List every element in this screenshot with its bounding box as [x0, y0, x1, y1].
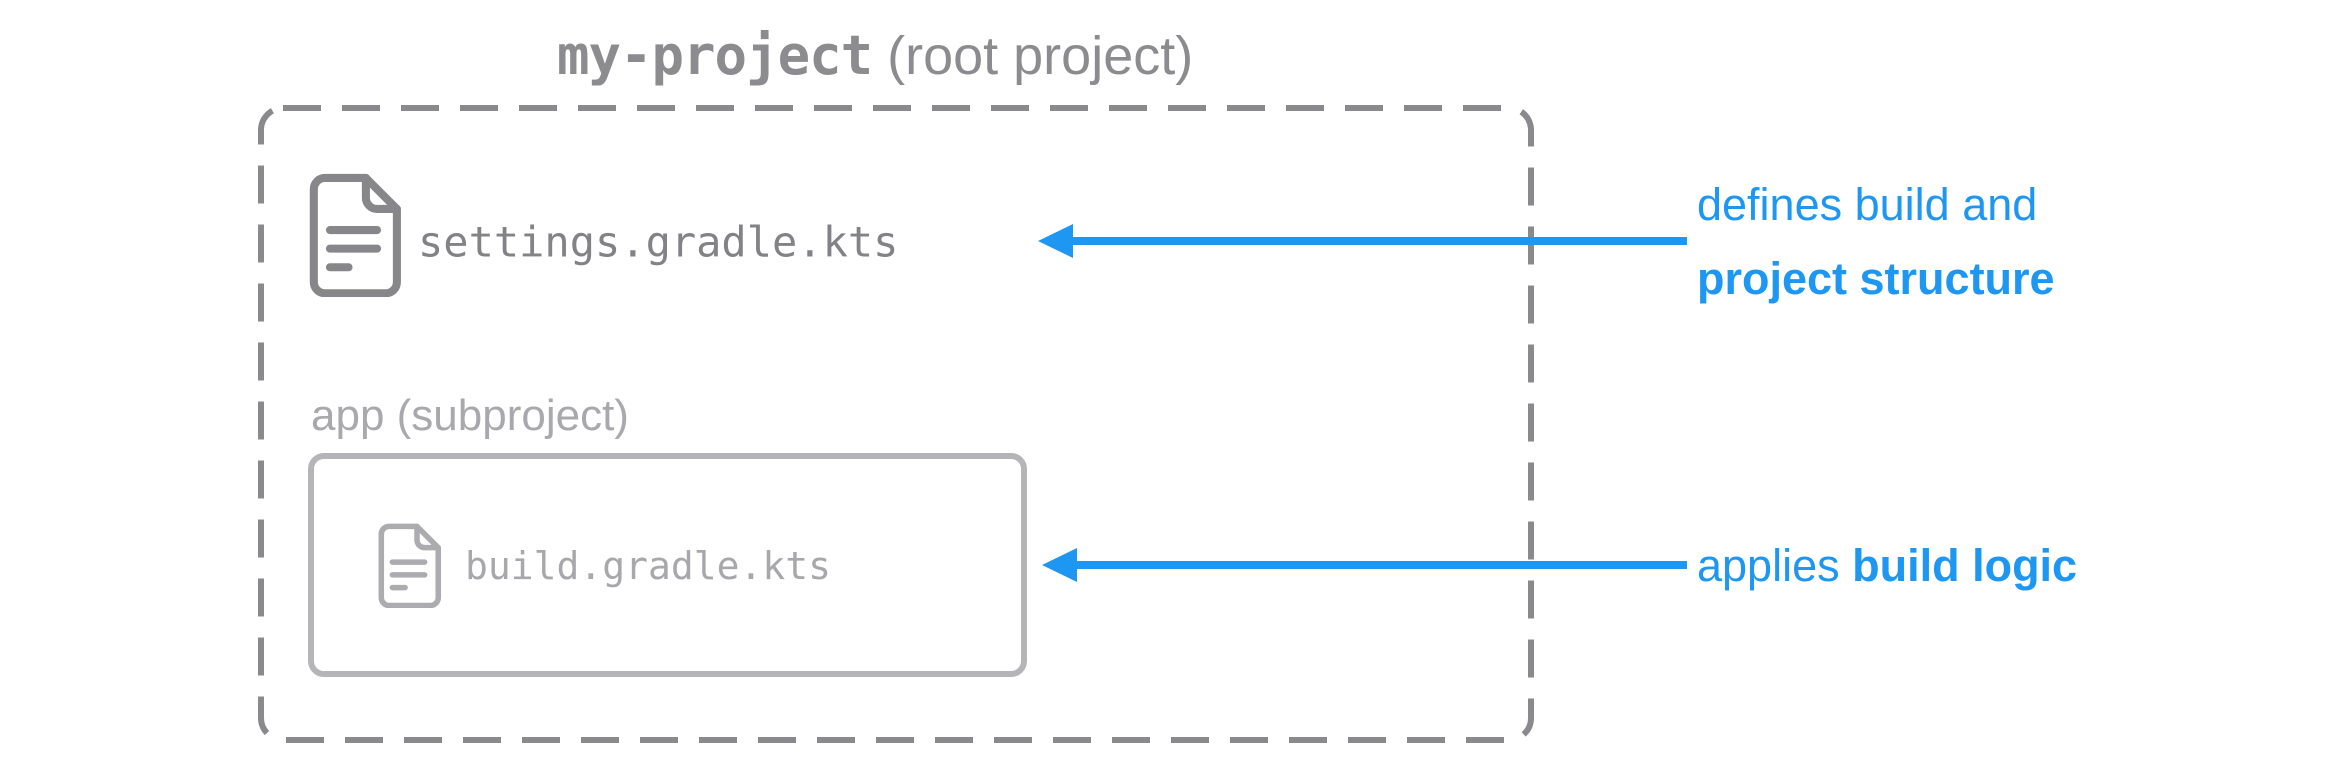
arrow-left-icon	[1042, 548, 1687, 582]
settings-file-name: settings.gradle.kts	[418, 217, 899, 267]
subproject-label: app (subproject)	[311, 391, 629, 440]
file-document-icon	[309, 173, 401, 297]
settings-annotation: defines build and project structure	[1697, 168, 2055, 316]
root-project-name: my-project	[557, 24, 873, 87]
build-annotation: applies build logic	[1697, 538, 2077, 594]
app-subproject-box	[308, 453, 1027, 677]
arrow-left-icon	[1038, 224, 1687, 258]
build-file-name: build.gradle.kts	[465, 544, 832, 589]
root-project-box	[258, 105, 1534, 743]
build-annotation-bold: build logic	[1852, 540, 2078, 591]
settings-annotation-line2: project structure	[1697, 253, 2055, 304]
root-project-title: my-project (root project)	[557, 24, 1194, 87]
file-document-icon	[378, 523, 442, 608]
build-annotation-prefix: applies	[1697, 540, 1853, 591]
settings-annotation-line1: defines build and	[1697, 179, 2038, 230]
root-project-type-suffix: (root project)	[872, 26, 1194, 86]
